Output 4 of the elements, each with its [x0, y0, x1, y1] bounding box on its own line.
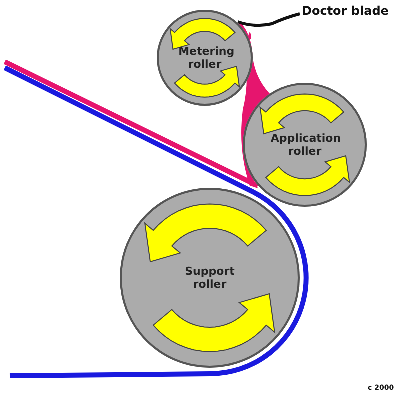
roller-label: Support roller — [184, 264, 236, 292]
roller-label: Application roller — [270, 132, 340, 158]
roller-label: Metering roller — [178, 44, 232, 72]
callout-label: Doctor blade — [302, 4, 389, 18]
